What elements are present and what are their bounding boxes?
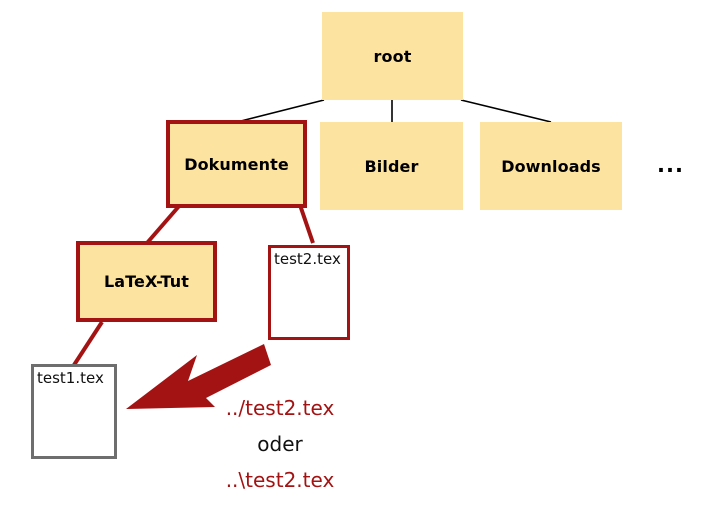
node-downloads-label: Downloads xyxy=(501,156,601,176)
edge-root-dokumente xyxy=(236,99,325,123)
node-bilder[interactable]: Bilder xyxy=(320,122,463,210)
node-file-test2[interactable]: test2.tex xyxy=(268,245,350,340)
edge-dokumente-test2 xyxy=(298,204,315,244)
node-latex-tut[interactable]: LaTeX-Tut xyxy=(76,241,217,322)
caption-relative-path-windows: ..\test2.tex xyxy=(225,468,335,492)
node-dokumente-label: Dokumente xyxy=(184,154,289,174)
edge-latextut-test1 xyxy=(72,320,104,367)
caption-separator: oder xyxy=(257,432,303,456)
node-dokumente[interactable]: Dokumente xyxy=(166,120,307,208)
caption-relative-path-unix: ../test2.tex xyxy=(225,396,335,420)
edge-root-downloads xyxy=(460,99,552,123)
node-bilder-label: Bilder xyxy=(364,156,419,176)
edge-dokumente-latextut xyxy=(145,203,182,245)
ellipsis-more-icon: ... xyxy=(657,153,684,177)
node-file-test1[interactable]: test1.tex xyxy=(31,364,117,459)
node-root[interactable]: root xyxy=(322,12,463,100)
node-file-test1-label: test1.tex xyxy=(37,369,104,387)
node-downloads[interactable]: Downloads xyxy=(480,122,622,210)
node-file-test2-label: test2.tex xyxy=(274,250,341,268)
node-root-label: root xyxy=(373,46,412,66)
relative-path-arrow xyxy=(126,344,271,409)
node-latex-tut-label: LaTeX-Tut xyxy=(103,272,190,291)
